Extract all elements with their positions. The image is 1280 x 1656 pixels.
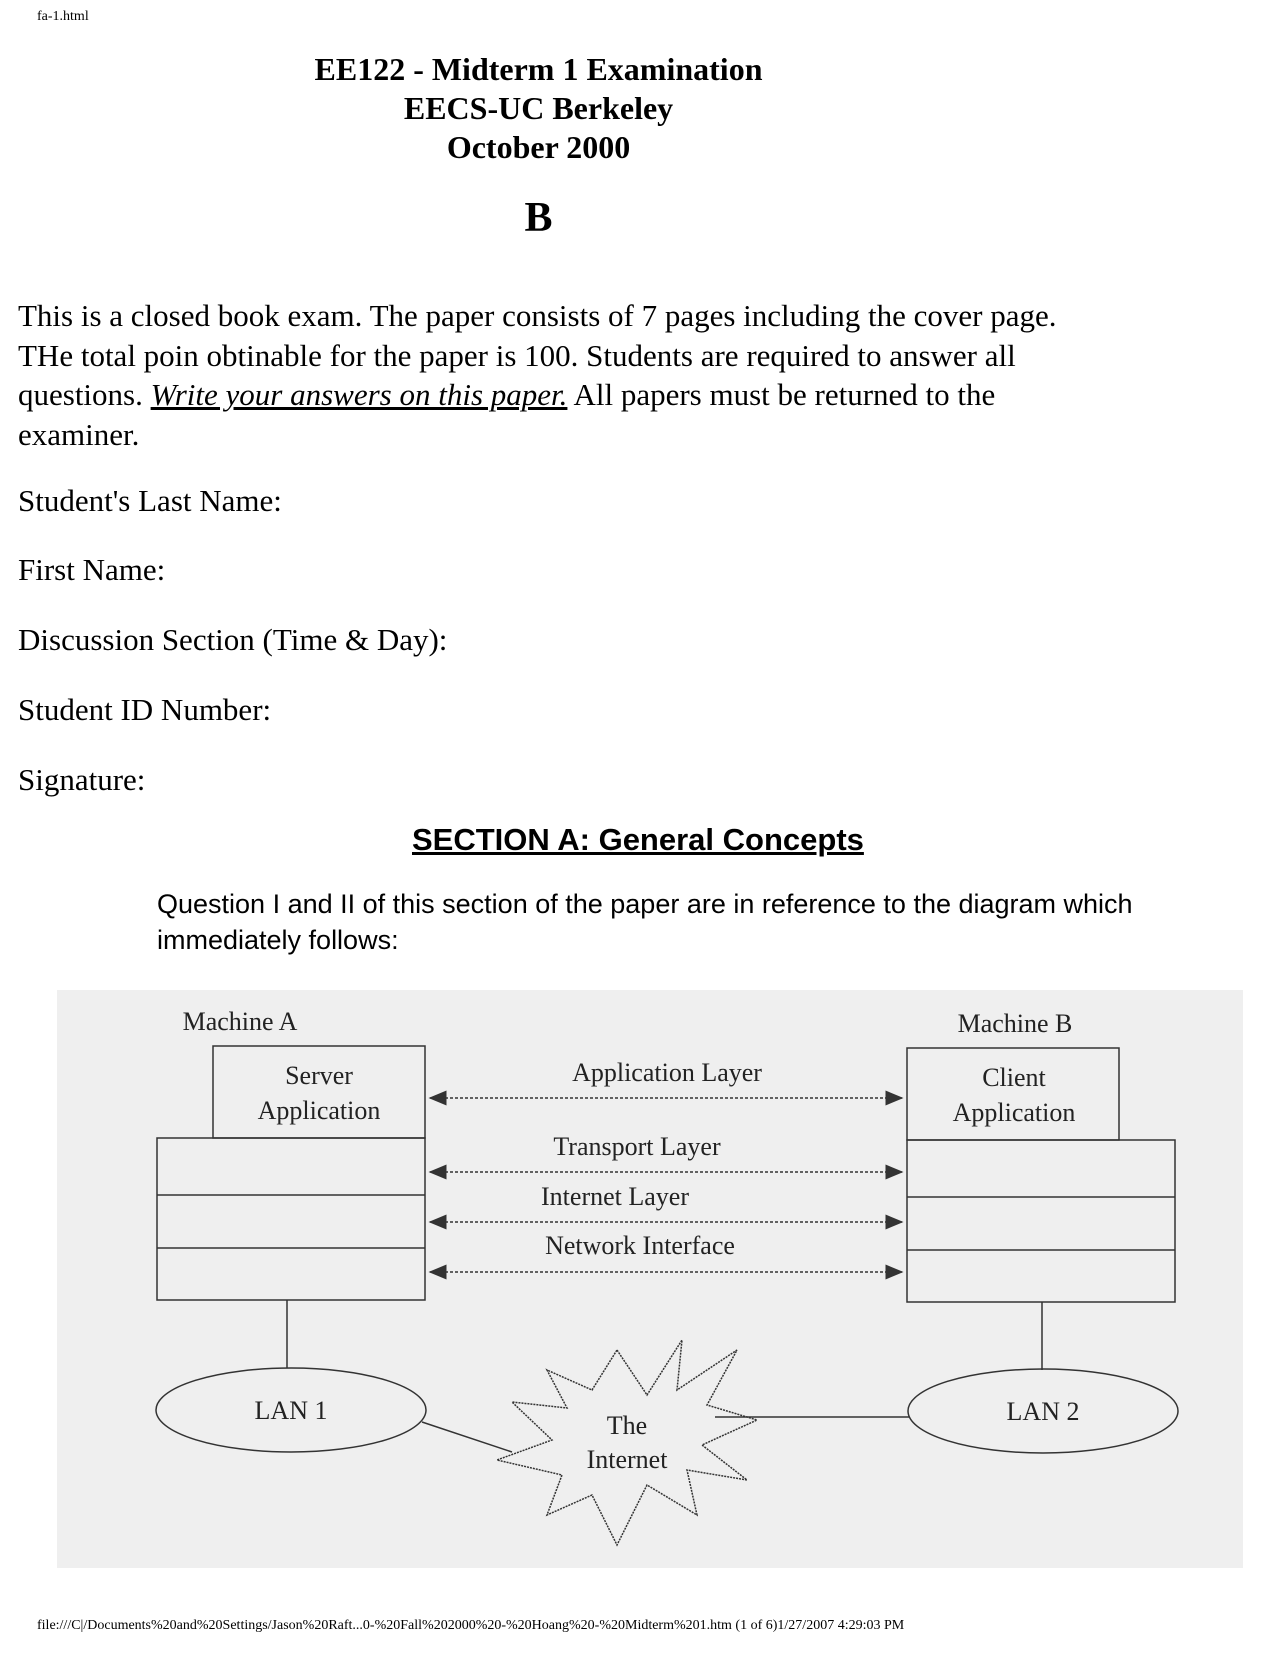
exam-title-block: EE122 - Midterm 1 Examination EECS-UC Be… (0, 50, 1077, 167)
machine-a-stack (156, 1137, 426, 1301)
exam-title: EE122 - Midterm 1 Examination (314, 51, 763, 87)
internet-label-2: Internet (587, 1445, 669, 1474)
machine-a-label: Machine A (183, 1007, 298, 1036)
student-id-field: Student ID Number: (18, 692, 272, 727)
exam-date: October 2000 (446, 129, 631, 165)
lan1-ellipse (155, 1367, 427, 1453)
machine-b-stack (906, 1139, 1176, 1303)
signature-field: Signature: (18, 762, 146, 797)
network-diagram: Machine A Server Application Machine B C… (57, 990, 1243, 1568)
exam-institution: EECS-UC Berkeley (403, 90, 674, 126)
machine-b-label: Machine B (958, 1009, 1073, 1038)
exam-version: B (524, 195, 553, 241)
footer-file-path: file:///C|/Documents%20and%20Settings/Ja… (37, 1618, 905, 1633)
instructions-emphasis: Write your answers on this paper. (150, 377, 568, 412)
network-diagram-svg: Machine A Server Application Machine B C… (155, 1007, 1179, 1547)
section-title: SECTION A: General Concepts (412, 822, 864, 857)
instructions-text-2: All papers must be returned to the exami… (18, 377, 996, 452)
lan1-label: LAN 1 (255, 1396, 328, 1425)
internet-label-1: The (607, 1411, 647, 1440)
lan2-ellipse (907, 1368, 1179, 1454)
client-app-label-2: Application (953, 1098, 1076, 1127)
internet-layer-label: Internet Layer (541, 1182, 689, 1211)
instructions-text-1: This is a closed book exam. The paper co… (18, 298, 1057, 412)
transport-layer-label: Transport Layer (553, 1132, 721, 1161)
client-app-label-1: Client (982, 1063, 1046, 1092)
server-app-label-1: Server (285, 1061, 353, 1090)
server-app-label-2: Application (258, 1096, 381, 1125)
last-name-field: Student's Last Name: (18, 483, 282, 518)
application-layer-label: Application Layer (572, 1058, 762, 1087)
header-filename: fa-1.html (37, 9, 89, 24)
lan2-label: LAN 2 (1007, 1397, 1080, 1426)
discussion-section-field: Discussion Section (Time & Day): (18, 622, 448, 657)
exam-instructions: This is a closed book exam. The paper co… (18, 296, 1098, 454)
network-interface-label: Network Interface (545, 1231, 735, 1260)
internet-cloud-icon (494, 1339, 760, 1547)
question-intro: Question I and II of this section of the… (157, 889, 1133, 955)
first-name-field: First Name: (18, 552, 166, 587)
